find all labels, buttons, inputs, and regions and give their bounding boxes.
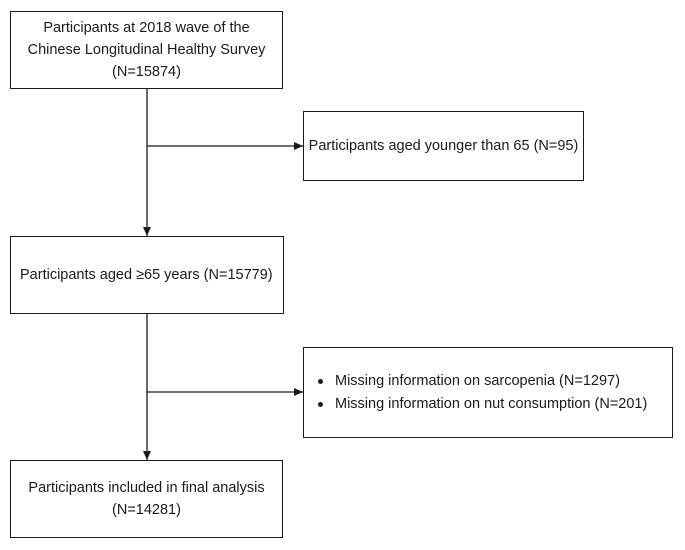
box-excluded-age: Participants aged younger than 65 (N=95) — [303, 111, 584, 181]
bullet-icon — [318, 401, 323, 407]
bullet-icon — [318, 378, 323, 384]
box-final-line-2: (N=14281) — [112, 502, 181, 518]
excluded-missing-item-nut: Missing information on nut consumption (… — [318, 393, 648, 416]
box-aged-65-text: Participants aged ≥65 years (N=15779) — [20, 267, 273, 283]
box-initial-participants: Participants at 2018 wave of the Chinese… — [10, 11, 283, 89]
box-excluded-age-text: Participants aged younger than 65 (N=95) — [308, 138, 579, 154]
excluded-missing-item-text: Missing information on nut consumption (… — [335, 395, 648, 412]
excluded-missing-item-sarcopenia: Missing information on sarcopenia (N=129… — [318, 370, 647, 393]
box-initial-line-3: (N=15874) — [112, 64, 181, 80]
box-excluded-missing: Missing information on sarcopenia (N=129… — [303, 347, 673, 438]
box-initial-line-1: Participants at 2018 wave of the — [43, 20, 250, 36]
box-final-analysis: Participants included in final analysis … — [10, 460, 283, 538]
box-initial-line-2: Chinese Longitudinal Healthy Survey — [27, 42, 266, 58]
excluded-missing-item-text: Missing information on sarcopenia (N=129… — [335, 372, 620, 389]
excluded-missing-list: Missing information on sarcopenia (N=129… — [308, 370, 647, 416]
box-final-line-1: Participants included in final analysis — [28, 480, 265, 496]
box-aged-65-plus: Participants aged ≥65 years (N=15779) — [10, 236, 284, 314]
